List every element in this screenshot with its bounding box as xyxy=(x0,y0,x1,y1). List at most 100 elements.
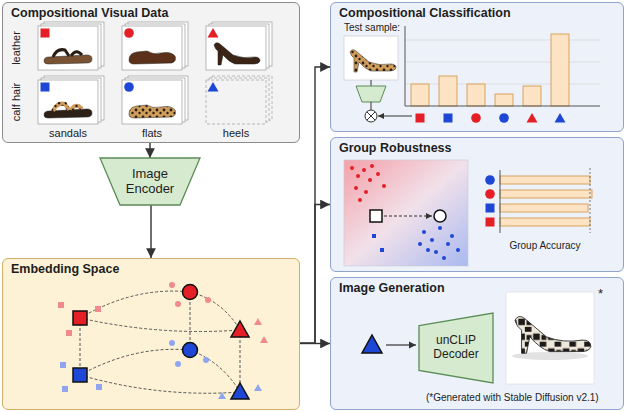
red-circle-prototype xyxy=(183,285,198,300)
wire xyxy=(378,116,412,117)
blue-point xyxy=(438,226,442,230)
connector xyxy=(149,143,150,158)
blue-point xyxy=(456,248,460,252)
block-label: Image Encoder xyxy=(114,167,186,197)
generated-image xyxy=(506,292,594,384)
axis-label: Group Accuracy xyxy=(509,240,580,251)
blue-circle-prototype xyxy=(183,343,198,358)
task-panel: Image Generation unCLIP Decoder xyxy=(330,277,624,410)
dashed-curve xyxy=(80,375,240,393)
grid-line xyxy=(405,40,600,41)
image-card xyxy=(122,26,182,70)
blue-square-point xyxy=(62,386,68,392)
panel-ground xyxy=(2,2,300,143)
image-card xyxy=(38,80,98,124)
blue-point xyxy=(372,234,376,238)
dashed-curve xyxy=(190,350,240,392)
red-triangle-marker xyxy=(527,113,538,123)
panel-title: Compositional Visual Data xyxy=(11,6,168,20)
target-circle xyxy=(434,210,446,222)
red-square-marker xyxy=(486,218,495,227)
text-holder: Image Generation xyxy=(339,281,445,295)
red-triangle-marker xyxy=(208,28,219,38)
red-circle-marker xyxy=(124,28,134,38)
feature-space xyxy=(344,160,468,266)
text-holder: unCLIP Decoder xyxy=(427,334,485,362)
red-point xyxy=(368,178,372,182)
embedding-panel: Embedding Space xyxy=(2,258,300,410)
blue-square-marker xyxy=(41,83,50,92)
panel-ground xyxy=(2,258,300,410)
red-point xyxy=(362,168,366,172)
column-label: flats xyxy=(142,127,162,139)
decoder-trapezoid: unCLIP Decoder xyxy=(419,313,493,383)
blue-point xyxy=(446,242,450,246)
product-symbol xyxy=(367,112,375,120)
trapezoid-shape xyxy=(100,158,200,205)
dashed-curve xyxy=(80,349,190,375)
red-square-point xyxy=(95,306,101,312)
task-panel: Group Robustness xyxy=(330,137,624,272)
column-label: sandals xyxy=(49,127,87,139)
blue-triangle-prototype xyxy=(231,383,249,399)
score-bar xyxy=(495,94,513,106)
blue-triangle-point xyxy=(218,392,226,399)
grid-line xyxy=(405,84,600,85)
image-card xyxy=(38,26,98,70)
connector xyxy=(300,67,330,343)
panel-title: Image Generation xyxy=(339,281,445,295)
panel-title: Group Robustness xyxy=(339,141,452,155)
blue-circle-point xyxy=(175,361,181,367)
blue-circle-point xyxy=(203,357,209,363)
red-square-marker xyxy=(41,29,50,38)
panel-title: Embedding Space xyxy=(11,262,119,276)
score-bar xyxy=(439,76,457,106)
product-symbol xyxy=(365,110,377,122)
calf-hair-flat xyxy=(129,105,176,118)
wire xyxy=(371,80,372,86)
task-panel: Compositional Classification xyxy=(330,2,624,132)
red-circle-point xyxy=(205,297,211,303)
red-point xyxy=(364,190,368,194)
chart-axis xyxy=(500,170,501,233)
connector xyxy=(150,205,151,258)
footnote: (*Generated with Stable Diffusion v2.1) xyxy=(426,392,599,403)
data-panel: Compositional Visual Data xyxy=(2,2,300,143)
panel-ground xyxy=(330,277,624,410)
blue-triangle-marker xyxy=(208,82,219,92)
leather-sandal xyxy=(44,50,92,64)
red-square-point xyxy=(66,330,72,336)
test-heel xyxy=(350,50,396,72)
test-image xyxy=(344,36,398,80)
text-holder: Compositional Classification xyxy=(339,6,511,20)
red-point xyxy=(370,164,374,168)
blue-point xyxy=(422,230,426,234)
blue-square-point xyxy=(96,384,102,390)
wire xyxy=(371,102,372,110)
footnote-mark: * xyxy=(598,287,603,301)
chart-axis xyxy=(405,26,600,106)
score-bar xyxy=(551,34,569,106)
blue-point xyxy=(434,250,438,254)
red-square-prototype xyxy=(73,311,87,325)
blue-point xyxy=(418,242,422,246)
panel-ground xyxy=(330,137,624,272)
encoder-trapezoid: Image Encoder xyxy=(100,158,200,205)
shift-arrow xyxy=(384,216,432,217)
blue-circle-marker xyxy=(485,175,495,185)
query-square xyxy=(370,210,382,222)
leather-heel xyxy=(214,43,260,65)
blue-square-prototype xyxy=(73,368,87,382)
blue-triangle-point xyxy=(254,384,262,391)
leather-flat xyxy=(129,51,176,64)
accuracy-bar xyxy=(500,176,590,184)
blue-point xyxy=(450,234,454,238)
small-encoder xyxy=(356,86,386,102)
red-square-point xyxy=(58,302,64,308)
red-point xyxy=(350,166,354,170)
calf-hair-sandal xyxy=(44,104,92,118)
score-bar xyxy=(467,84,485,106)
